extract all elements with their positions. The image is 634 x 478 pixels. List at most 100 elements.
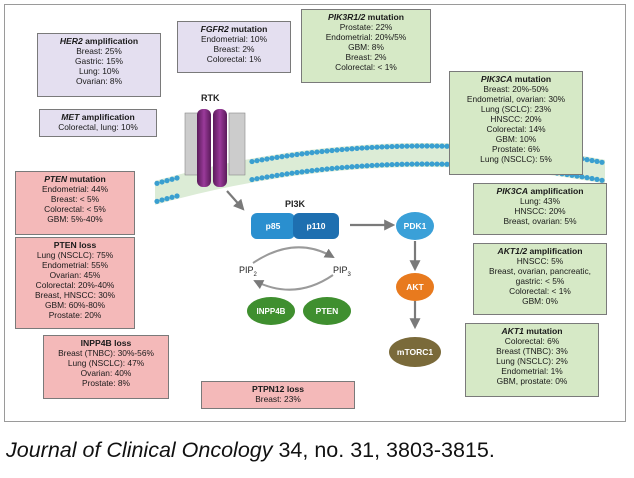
box-line: Lung (NSCLC): 5% xyxy=(480,154,552,164)
box-line: GBM: 5%-40% xyxy=(47,214,103,224)
pathway-figure: RTK PI3K p85 p110 PDK1 AKT mTORC1 INPP4B… xyxy=(4,4,626,422)
box-lines: Endometrial: 44%Breast: < 5%Colorectal: … xyxy=(18,184,132,224)
box-line: Endometrial, ovarian: 30% xyxy=(466,94,566,104)
box-title: PTPN12 loss xyxy=(251,384,305,394)
inpp4b-label: INPP4B xyxy=(256,306,286,316)
rtk-label: RTK xyxy=(201,93,220,103)
box-line: Endometrial: 44% xyxy=(41,184,109,194)
pten-loss-box: PTEN loss Lung (NSCLC): 75%Endometrial: … xyxy=(15,237,135,329)
box-line: Endometrial: 1% xyxy=(501,366,563,376)
box-line: GBM: 10% xyxy=(495,134,537,144)
box-line: Lung (SCLC): 23% xyxy=(480,104,552,114)
p85-subunit xyxy=(251,213,295,239)
box-line: Colorectal: < 1% xyxy=(335,62,397,72)
box-line: Breast (TNBC): 3% xyxy=(496,346,568,356)
box-line: Gastric: 15% xyxy=(75,56,123,66)
box-title: PIK3R1/2 mutation xyxy=(328,12,404,22)
box-line: Breast: 2% xyxy=(345,52,387,62)
box-line: Lung: 43% xyxy=(519,196,561,206)
pik3ca-mutation-box: PIK3CA mutation Breast: 20%-50%Endometri… xyxy=(449,71,583,175)
citation-details: 34, no. 31, 3803-3815. xyxy=(272,438,495,462)
box-lines: Breast (TNBC): 30%-56%Lung (NSCLC): 47%O… xyxy=(46,348,166,388)
box-lines: Breast: 25%Gastric: 15%Lung: 10%Ovarian:… xyxy=(40,46,158,86)
pip2-to-pip3-arrow xyxy=(252,246,335,264)
box-title: PIK3CA amplification xyxy=(496,186,584,196)
box-line: Breast: 2% xyxy=(213,44,255,54)
box-line: Lung (NSCLC): 75% xyxy=(36,250,114,260)
box-title: PIK3CA mutation xyxy=(480,74,552,84)
pten-mutation-box: PTEN mutation Endometrial: 44%Breast: < … xyxy=(15,171,135,235)
box-line: Colorectal: 20%-40% xyxy=(35,280,115,290)
box-title: INPP4B loss xyxy=(80,338,132,348)
box-line: Endometrial: 55% xyxy=(41,260,109,270)
box-line: Colorectal: < 5% xyxy=(44,204,106,214)
pi3k-complex xyxy=(251,213,339,239)
p85-label: p85 xyxy=(265,221,281,231)
her2-amplification-box: HER2 amplification Breast: 25%Gastric: 1… xyxy=(37,33,161,97)
box-line: Colorectal: 6% xyxy=(504,336,560,346)
box-line: Prostate: 6% xyxy=(492,144,540,154)
box-lines: Colorectal, lung: 10% xyxy=(42,122,154,132)
box-line: Ovarian: 8% xyxy=(75,76,123,86)
fgfr2-mutation-box: FGFR2 mutation Endometrial: 10%Breast: 2… xyxy=(177,21,291,73)
box-line: Prostate: 22% xyxy=(339,22,393,32)
box-lines: HNSCC: 5%Breast, ovarian, pancreatic,gas… xyxy=(476,256,604,306)
rtk-receptor xyxy=(184,109,246,187)
box-title: PTEN loss xyxy=(53,240,97,250)
box-line: GBM: 8% xyxy=(348,42,384,52)
akt12-amplification-box: AKT1/2 amplification HNSCC: 5%Breast, ov… xyxy=(473,243,607,315)
box-line: GBM: 0% xyxy=(522,296,558,306)
box-line: Lung: 10% xyxy=(78,66,120,76)
mtorc1-node-shape xyxy=(389,337,441,367)
akt-label: AKT xyxy=(406,282,424,292)
akt-node-shape xyxy=(396,273,434,301)
box-title: AKT1 mutation xyxy=(501,326,563,336)
box-line: Breast, HNSCC: 30% xyxy=(34,290,116,300)
box-line: Colorectal: < 1% xyxy=(509,286,571,296)
box-title: MET amplification xyxy=(61,112,135,122)
citation-caption: Journal of Clinical Oncology 34, no. 31,… xyxy=(6,438,495,463)
box-lines: Lung (NSCLC): 75%Endometrial: 55%Ovarian… xyxy=(18,250,132,320)
pik3ca-amplification-box: PIK3CA amplification Lung: 43%HNSCC: 20%… xyxy=(473,183,607,235)
pik3r12-mutation-box: PIK3R1/2 mutation Prostate: 22%Endometri… xyxy=(301,9,431,83)
box-line: Breast: < 5% xyxy=(50,194,100,204)
box-line: Ovarian: 40% xyxy=(80,368,132,378)
box-line: Prostate: 8% xyxy=(82,378,130,388)
pip2-label: PIP2 xyxy=(239,265,257,278)
box-line: HNSCC: 20% xyxy=(514,206,566,216)
pten-label: PTEN xyxy=(315,306,339,316)
box-line: GBM, prostate: 0% xyxy=(496,376,568,386)
box-line: Breast: 25% xyxy=(76,46,122,56)
pi3k-label: PI3K xyxy=(285,199,306,209)
pip3-to-pip2-arrow xyxy=(253,274,334,291)
box-line: Lung (NSCLC): 2% xyxy=(496,356,568,366)
box-lines: Breast: 23% xyxy=(204,394,352,404)
box-lines: Prostate: 22%Endometrial: 20%/5%GBM: 8%B… xyxy=(304,22,428,72)
box-line: GBM: 60%-80% xyxy=(44,300,106,310)
box-line: Breast: 23% xyxy=(255,394,301,404)
rtk-to-pi3k-arrow xyxy=(226,190,245,211)
akt1-mutation-box: AKT1 mutation Colorectal: 6%Breast (TNBC… xyxy=(465,323,599,397)
box-line: Colorectal: 1% xyxy=(206,54,262,64)
box-line: Ovarian: 45% xyxy=(49,270,101,280)
pdk1-label: PDK1 xyxy=(403,221,427,231)
box-line: gastric: < 5% xyxy=(515,276,565,286)
box-line: Endometrial: 20%/5% xyxy=(325,32,407,42)
box-line: Breast, ovarian: 5% xyxy=(503,216,577,226)
p110-label: p110 xyxy=(306,221,326,231)
box-line: Breast (TNBC): 30%-56% xyxy=(58,348,154,358)
box-line: Prostate: 20% xyxy=(48,310,102,320)
box-title: PTEN mutation xyxy=(44,174,106,184)
box-lines: Endometrial: 10%Breast: 2%Colorectal: 1% xyxy=(180,34,288,64)
pdk1-node-shape xyxy=(396,212,434,240)
pip3-label: PIP3 xyxy=(333,265,351,278)
box-lines: Breast: 20%-50%Endometrial, ovarian: 30%… xyxy=(452,84,580,164)
box-title: FGFR2 mutation xyxy=(200,24,268,34)
box-title: HER2 amplification xyxy=(59,36,139,46)
journal-name: Journal of Clinical Oncology xyxy=(6,438,273,462)
box-line: Colorectal, lung: 10% xyxy=(58,122,138,132)
ptpn12-loss-box: PTPN12 loss Breast: 23% xyxy=(201,381,355,409)
box-line: HNSCC: 5% xyxy=(516,256,564,266)
inpp4b-loss-box: INPP4B loss Breast (TNBC): 30%-56%Lung (… xyxy=(43,335,169,399)
box-line: Colorectal: 14% xyxy=(486,124,546,134)
